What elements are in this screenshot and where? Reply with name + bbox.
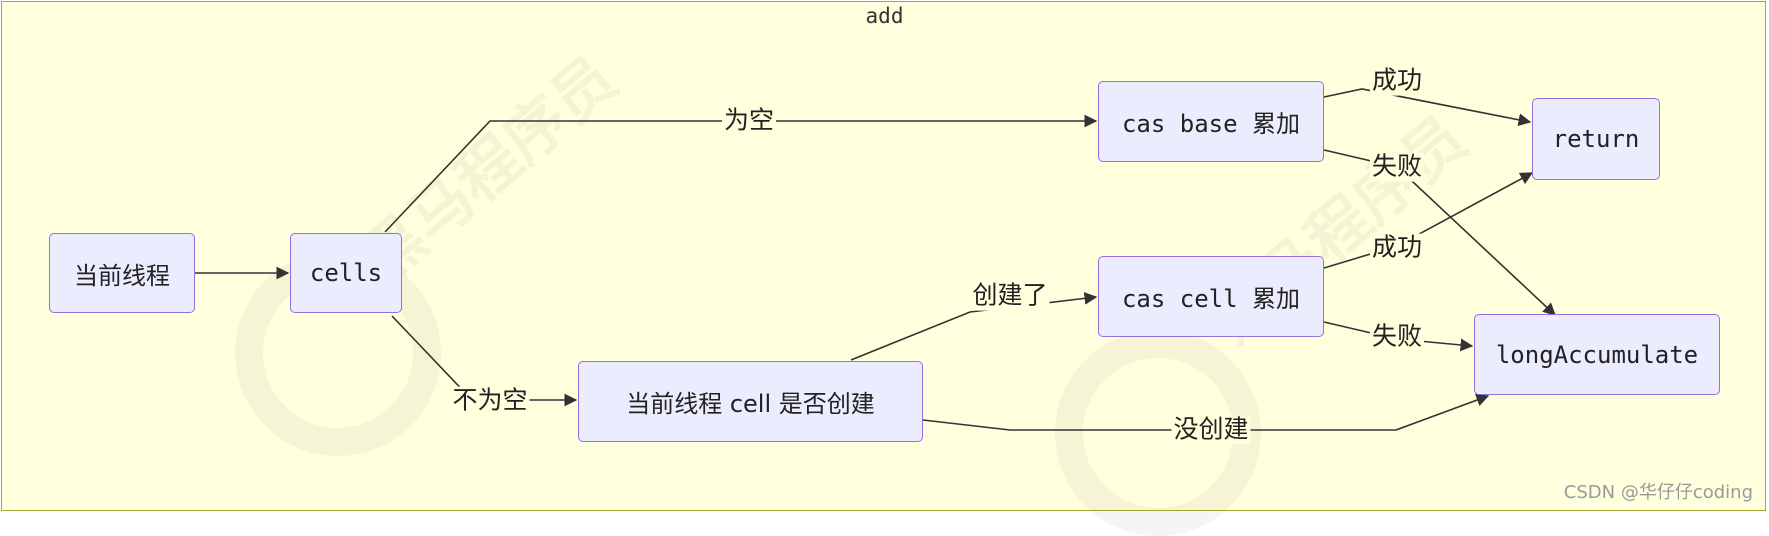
edge-label-cell-fail: 失败	[1369, 321, 1425, 352]
node-long-accumulate: longAccumulate	[1474, 314, 1720, 395]
node-cell-created: 当前线程 cell 是否创建	[578, 361, 923, 442]
node-cells: cells	[290, 233, 402, 313]
edge-created	[850, 292, 1098, 361]
edge-label-not-created: 没创建	[1171, 414, 1251, 445]
edge-label-base-success: 成功	[1369, 65, 1425, 96]
node-cas-cell: cas cell 累加	[1098, 256, 1324, 337]
node-cas-base: cas base 累加	[1098, 81, 1324, 162]
node-return: return	[1532, 98, 1660, 180]
subgraph-title: add	[865, 4, 904, 28]
edge-label-base-fail: 失败	[1369, 151, 1425, 182]
edge-base-success	[1323, 88, 1532, 127]
edge-cells-empty	[384, 114, 1098, 233]
edge-cell-success	[1323, 172, 1534, 269]
node-current-thread: 当前线程	[49, 233, 195, 313]
edge-base-fail	[1323, 149, 1556, 316]
edge-label-created: 创建了	[970, 280, 1050, 311]
credit-watermark: CSDN @华仔仔coding	[1563, 482, 1753, 503]
edge-label-not-empty: 不为空	[450, 385, 530, 416]
edge-label-cell-success: 成功	[1369, 232, 1425, 263]
edge-label-empty: 为空	[721, 105, 777, 136]
